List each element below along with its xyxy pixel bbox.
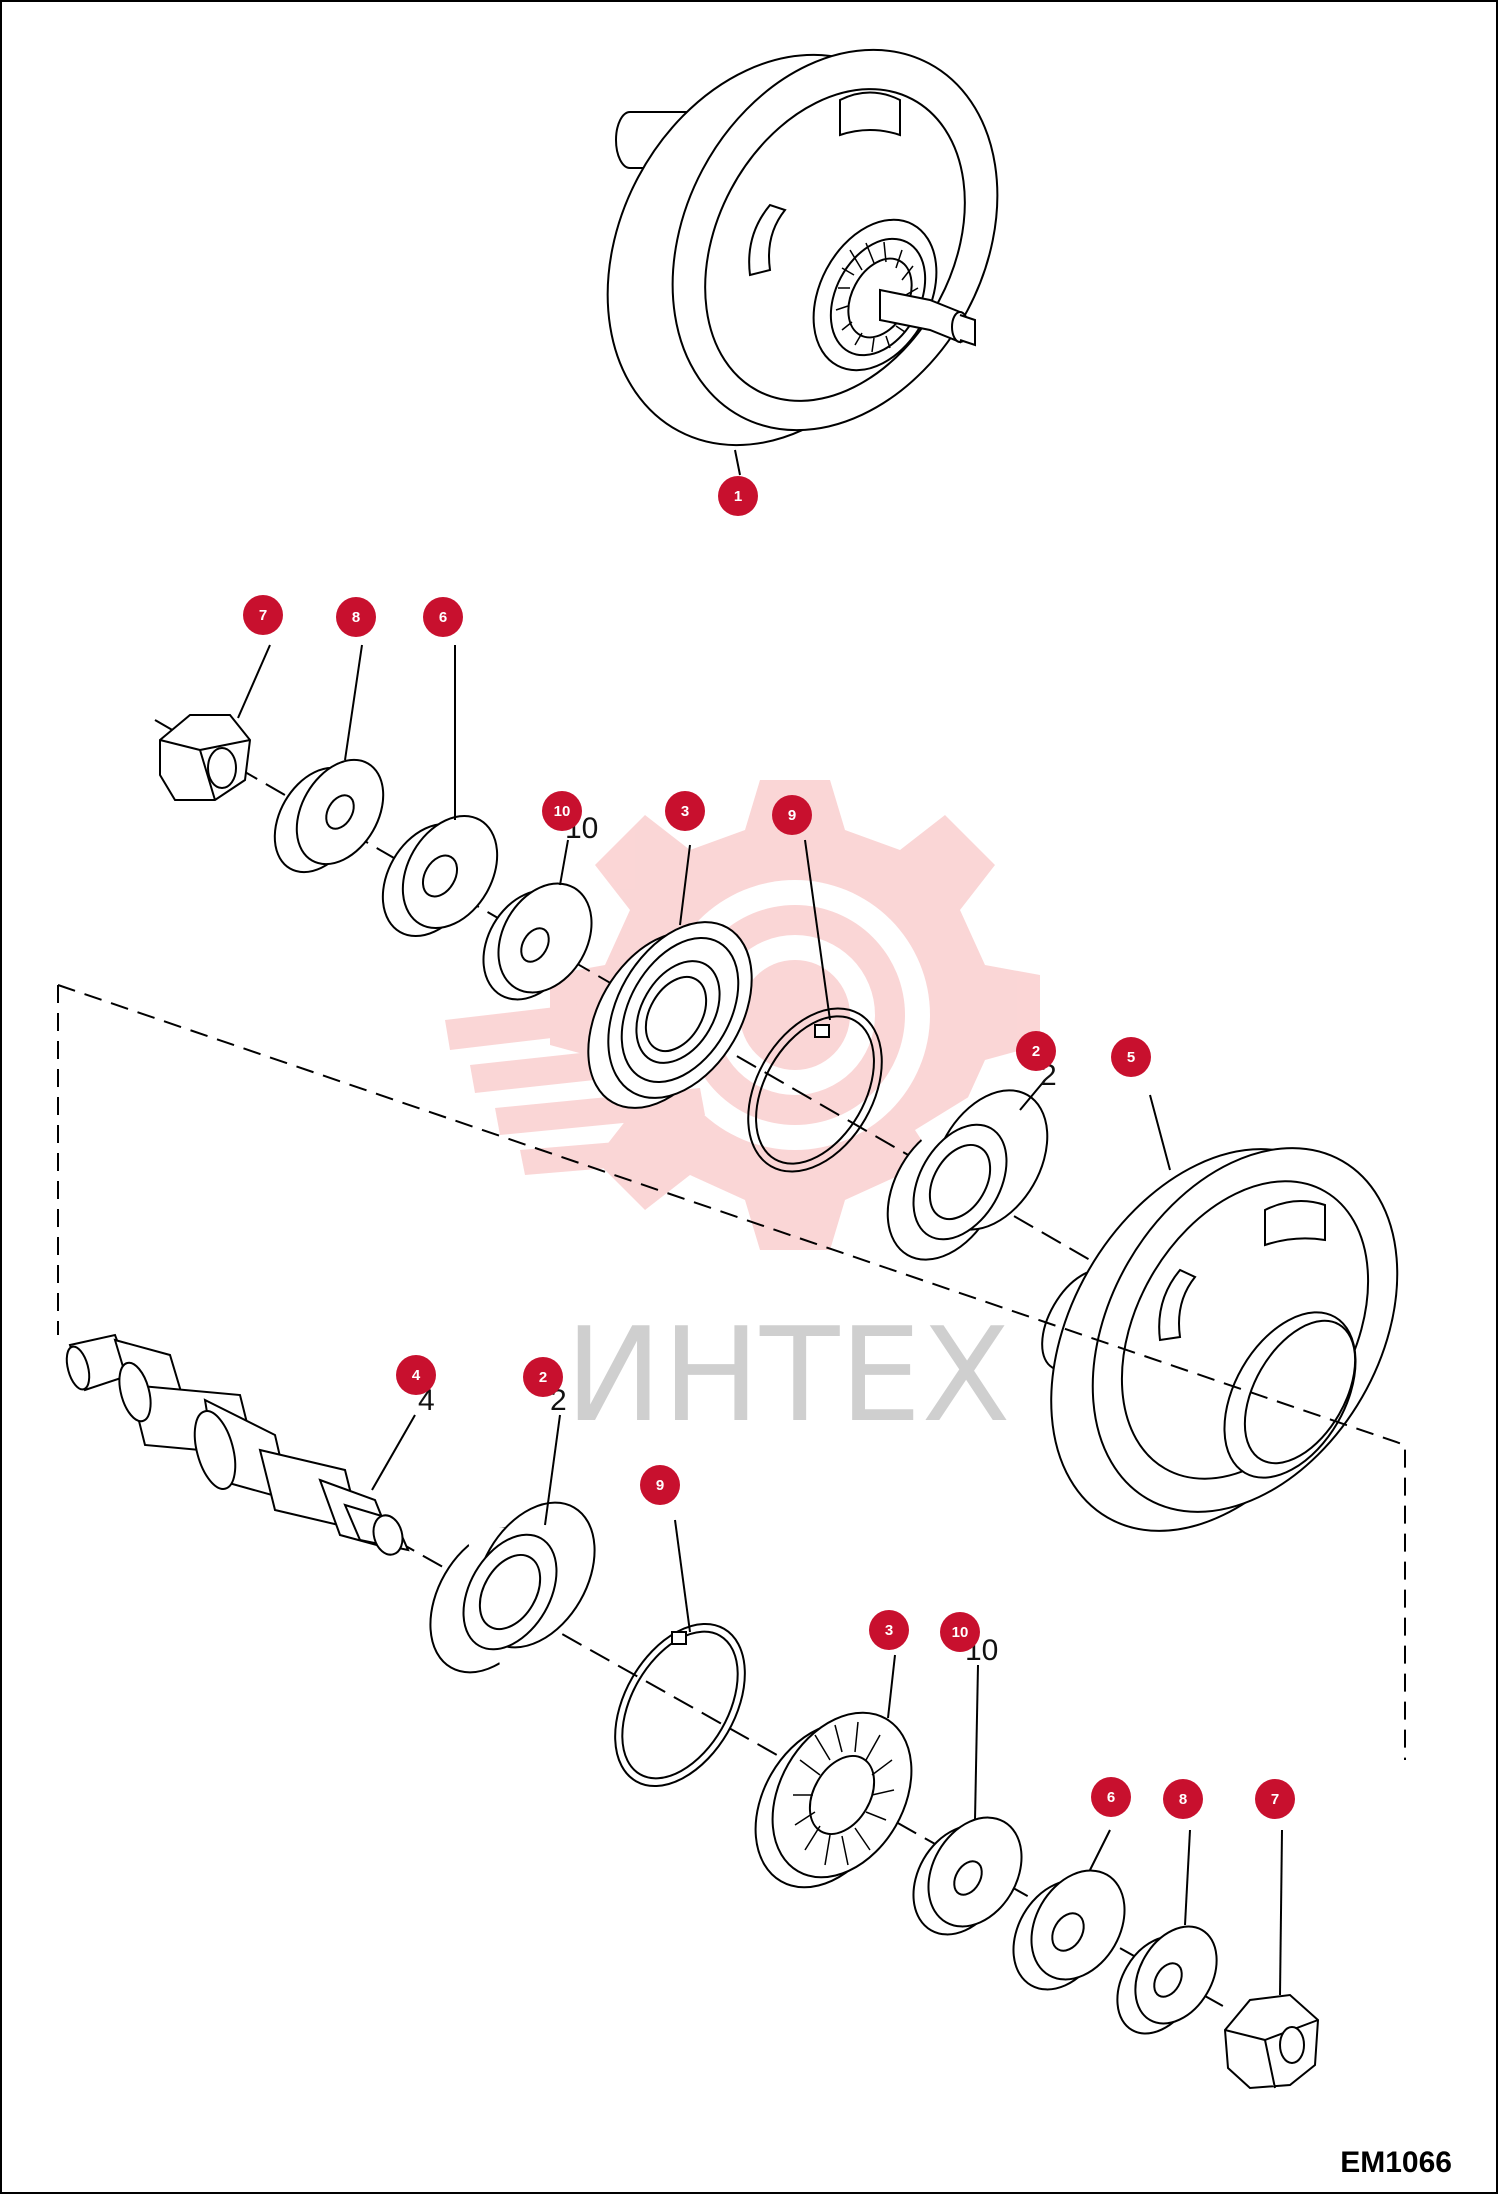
leader-line-10a xyxy=(559,839,569,886)
callout-10-upper: 10 xyxy=(542,791,582,831)
part-1-assembly-drawing xyxy=(606,48,999,447)
callout-7-upper: 7 xyxy=(243,595,283,635)
leader-line-7a xyxy=(237,644,271,719)
svg-text:8: 8 xyxy=(352,609,360,626)
leader-line-1 xyxy=(734,449,741,476)
leader-line-7b xyxy=(1279,1829,1283,1996)
svg-text:2: 2 xyxy=(539,1369,547,1386)
leader-line-2b xyxy=(544,1414,561,1526)
svg-text:1: 1 xyxy=(734,488,742,505)
callout-5: 5 xyxy=(1111,1037,1151,1077)
svg-text:10: 10 xyxy=(952,1624,969,1641)
leader-line-5 xyxy=(1149,1094,1171,1171)
part-6-washer-lower xyxy=(1012,1869,1126,1991)
callout-6-lower: 6 xyxy=(1091,1777,1131,1817)
part-10-shim-lower xyxy=(912,1816,1023,1936)
part-8-lock-washer-upper xyxy=(273,758,385,874)
part-10-shim-upper xyxy=(482,882,593,1001)
svg-text:6: 6 xyxy=(439,609,447,626)
part-4-shaft xyxy=(65,1333,410,1556)
callout-4: 4 xyxy=(396,1355,436,1395)
callout-3-upper: 3 xyxy=(665,791,705,831)
svg-text:3: 3 xyxy=(681,803,689,820)
leader-line-2a xyxy=(1019,1079,1046,1111)
leader-line-9a xyxy=(804,839,831,1021)
callout-10-lower: 10 xyxy=(940,1612,980,1652)
leader-line-3a xyxy=(679,844,691,926)
leader-line-9b xyxy=(674,1519,691,1633)
drawing-code-label: EM1066 xyxy=(1340,2146,1452,2179)
callout-1: 1 xyxy=(718,476,758,516)
svg-text:9: 9 xyxy=(656,1477,664,1494)
leader-line-3b xyxy=(887,1654,896,1719)
svg-text:7: 7 xyxy=(259,607,267,624)
part-3-seal-lower xyxy=(754,1711,913,1889)
svg-text:3: 3 xyxy=(885,1622,893,1639)
part-8-lock-washer-lower xyxy=(1116,1925,1218,2035)
callout-8-lower: 8 xyxy=(1163,1779,1203,1819)
svg-text:4: 4 xyxy=(412,1367,421,1384)
callout-8-upper: 8 xyxy=(336,597,376,637)
svg-text:5: 5 xyxy=(1127,1049,1135,1066)
part-7-nut-upper xyxy=(159,714,252,801)
callout-2-lower: 2 xyxy=(523,1357,563,1397)
callout-9-lower: 9 xyxy=(640,1465,680,1505)
part-2-bearing-upper xyxy=(886,1089,1049,1261)
svg-text:2: 2 xyxy=(1032,1043,1040,1060)
leader-line-10b xyxy=(974,1664,979,1821)
callout-7-lower: 7 xyxy=(1255,1779,1295,1819)
callout-2-upper: 2 xyxy=(1016,1031,1056,1071)
part-7-nut-lower xyxy=(1223,1993,1320,2090)
part-9-retaining-ring-upper xyxy=(747,1007,883,1173)
watermark-text: ИНТЕХ xyxy=(565,1299,1011,1451)
part-2-bearing-lower xyxy=(429,1501,596,1674)
part-5-hub-housing xyxy=(1041,1147,1399,1532)
svg-text:6: 6 xyxy=(1107,1789,1115,1806)
part-9-retaining-ring-lower xyxy=(614,1622,746,1788)
leader-line-8a xyxy=(344,644,363,761)
part-3-seal-upper xyxy=(587,921,753,1109)
leader-line-6b xyxy=(1089,1829,1111,1871)
callout-9-upper: 9 xyxy=(772,795,812,835)
callout-6-upper: 6 xyxy=(423,597,463,637)
part-6-washer-upper xyxy=(381,814,499,938)
svg-text:9: 9 xyxy=(788,807,796,824)
assembly-outline-dashed xyxy=(57,984,1406,1760)
svg-text:10: 10 xyxy=(554,803,571,820)
leader-line-4 xyxy=(371,1414,416,1491)
svg-text:7: 7 xyxy=(1271,1791,1279,1808)
callout-3-lower: 3 xyxy=(869,1610,909,1650)
svg-text:8: 8 xyxy=(1179,1791,1187,1808)
leader-line-8b xyxy=(1184,1829,1191,1926)
